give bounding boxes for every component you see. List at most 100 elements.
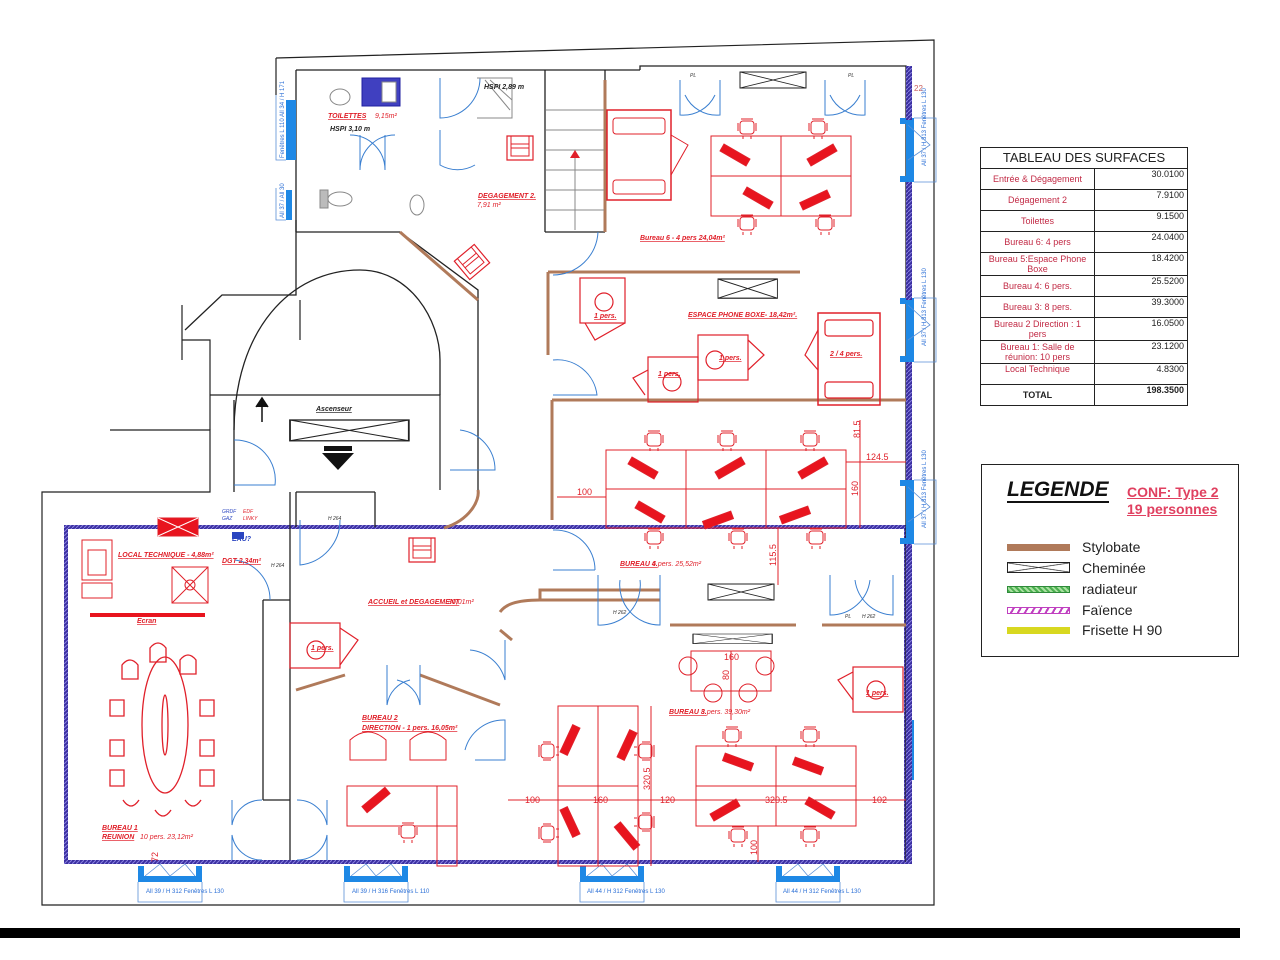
svg-text:1 pers.: 1 pers. [658,371,681,378]
svg-text:7,91 m²: 7,91 m² [477,202,501,209]
window-label-south3: All 44 / H 312 Fenêtres L 130 [587,889,665,895]
svg-text:REUNION: REUNION [102,834,135,841]
stairs-arrow [570,150,580,158]
elevator-arrow [255,396,354,470]
stylobate-lines [295,80,906,707]
svg-text:115.5: 115.5 [768,544,778,566]
svg-text:EDF: EDF [243,509,254,515]
svg-text:DIRECTION - 1 pers. 16,05m²: DIRECTION - 1 pers. 16,05m² [362,725,458,732]
svg-text:120: 120 [660,795,675,805]
svg-text:BUREAU 1: BUREAU 1 [102,825,138,832]
bureau2-furniture [346,731,458,867]
stylobate-swatch-icon [1007,544,1070,551]
utility-labels: GRDF GAZ EDF LINKY EAU? [222,509,258,543]
wall-hatch [906,182,912,300]
svg-text:80: 80 [721,670,731,680]
interior-walls [64,65,908,864]
svg-text:HSPI 3,10 m: HSPI 3,10 m [330,126,370,133]
svg-text:PL: PL [848,73,854,79]
svg-text:10 pers. 23,12m²: 10 pers. 23,12m² [140,834,194,841]
window-label-east1: All 37 / H 313 Fenêtres L 130 [922,88,928,166]
svg-text:GAZ: GAZ [222,516,233,522]
legend-item-cheminee: Cheminée [1007,560,1237,576]
svg-text:BUREAU 4.: BUREAU 4. [620,561,658,568]
svg-text:DGT 2,34m²: DGT 2,34m² [222,558,262,565]
window-label-south1: All 39 / H 312 Fenêtres L 130 [146,889,224,895]
svg-text:1 pers.: 1 pers. [594,313,617,320]
svg-text:ESPACE PHONE BOXE- 18,42m².: ESPACE PHONE BOXE- 18,42m². [688,312,797,319]
windows: All 37 / H 313 Fenêtres L 130 All 37 / H… [137,80,937,903]
chimney-swatch-icon [1007,562,1070,573]
height-markers: H 264 H 264 H 262 H 262 PL PL PL 22 [271,73,923,620]
svg-text:DEGAGEMENT 2.: DEGAGEMENT 2. [478,193,536,200]
svg-text:LOCAL TECHNIQUE - 4,88m²: LOCAL TECHNIQUE - 4,88m² [118,552,214,559]
screen-bar [90,613,205,617]
svg-text:30,01m²: 30,01m² [448,599,474,606]
svg-text:124.5: 124.5 [866,452,889,462]
svg-text:PL: PL [690,73,696,79]
svg-text:1 pers.: 1 pers. [311,645,334,652]
svg-text:81.5: 81.5 [852,420,862,438]
window-label-west1: Fenêtres L 110 All 34 / H 171 [280,80,286,158]
svg-text:ACCUEIL et DEGAGEMENT: ACCUEIL et DEGAGEMENT [367,599,460,606]
svg-text:8 pers. 39,30m²: 8 pers. 39,30m² [701,709,751,716]
svg-text:160: 160 [593,795,608,805]
svg-text:H 264: H 264 [328,516,342,522]
doors [231,77,894,861]
surfaces-table-title: TABLEAU DES SURFACES [980,147,1188,169]
wall-hatch [906,66,912,120]
svg-text:BUREAU 3.: BUREAU 3. [669,709,707,716]
window-label-east3: All 37 / H 313 Fenêtres L 130 [922,450,928,528]
page-bottom-rule [0,928,1240,938]
svg-text:160: 160 [850,481,860,496]
svg-text:GRDF: GRDF [222,509,237,515]
svg-text:9,15m²: 9,15m² [375,113,397,120]
svg-text:160: 160 [724,652,739,662]
bureau6-furniture [606,109,852,236]
configuration-label: CONF: Type 2 19 personnes [1127,484,1219,517]
svg-text:100: 100 [525,795,540,805]
svg-text:PL: PL [845,614,851,620]
svg-text:TOILETTES: TOILETTES [328,113,367,120]
svg-text:Bureau 6 - 4 pers 24,04m²: Bureau 6 - 4 pers 24,04m² [640,235,725,242]
panelling-swatch-icon [1007,627,1070,634]
phone-box-labels: 1 pers. 1 pers. 1 pers. 2 / 4 pers. 1 pe… [311,313,889,697]
window-label-south2: All 39 / H 316 Fenêtres L 110 [352,889,430,895]
wall-hatch [906,544,912,864]
svg-text:320.5: 320.5 [642,767,652,790]
svg-text:2 / 4 pers.: 2 / 4 pers. [829,351,862,358]
svg-text:320.5: 320.5 [765,795,788,805]
surfaces-table: TABLEAU DES SURFACES Entrée & Dégagement… [980,147,1188,406]
svg-text:H 262: H 262 [613,610,627,616]
table-row: Bureau 4: 6 pers.25.5200 [980,275,1188,297]
svg-text:BUREAU 2: BUREAU 2 [362,715,398,722]
svg-text:102: 102 [872,795,887,805]
svg-text:HSPI 2,89 m: HSPI 2,89 m [484,84,524,91]
bureau1-furniture [109,642,215,817]
svg-text:6 pers. 25,52m²: 6 pers. 25,52m² [652,561,702,568]
svg-text:1 pers.: 1 pers. [719,355,742,362]
sanitary-fixtures [319,77,604,230]
wall-hatch [906,362,912,480]
svg-text:22: 22 [914,84,923,93]
bureau3-furniture [508,650,906,867]
tile-swatch-icon [1007,607,1070,614]
bureau4-furniture [557,420,906,585]
water-meter [232,532,244,539]
room-labels: TOILETTES 9,15m² HSPI 3,10 m HSPI 2,89 m… [102,84,797,841]
svg-text:1 pers.: 1 pers. [866,690,889,697]
svg-text:H 262: H 262 [862,614,876,620]
window-label-east2: All 37 / H 313 Fenêtres L 130 [922,268,928,346]
local-technique-equipment [81,517,209,604]
bureau3-dimensions: 100 160 120 320.5 102 320.5 100 160 80 [525,652,887,855]
legend-item-stylobate: Stylobate [1007,539,1237,555]
legend: LEGENDE CONF: Type 2 19 personnes Stylob… [981,464,1239,657]
